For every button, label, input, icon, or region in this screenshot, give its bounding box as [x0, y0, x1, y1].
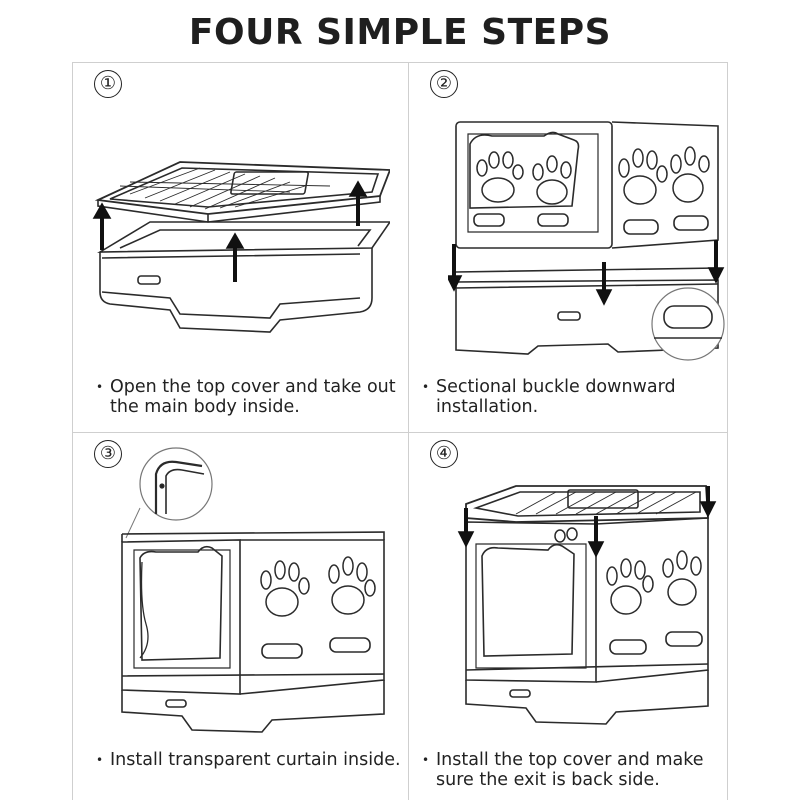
paw-icon — [260, 556, 376, 617]
step-3-illustration — [121, 447, 385, 733]
step-2-caption-line-1: Sectional buckle downward — [436, 377, 676, 397]
step-1-panel: ① • Open the top cover and take out the … — [72, 62, 408, 432]
step-4-caption-line-2: sure the exit is back side. — [436, 770, 660, 790]
grid-divider-right — [727, 62, 728, 800]
step-1-caption: • Open the top cover and take out the ma… — [96, 377, 396, 417]
bullet-icon: • — [422, 753, 430, 767]
step-4-illustration — [457, 485, 717, 725]
bullet-icon: • — [96, 753, 104, 767]
step-3-caption-line-1: Install transparent curtain inside. — [110, 750, 401, 770]
grid-divider-middle — [72, 432, 728, 433]
step-1-number: ① — [94, 70, 122, 98]
bullet-icon: • — [422, 380, 430, 394]
step-3-panel: ③ • Install transparent curtain inside. — [72, 432, 408, 800]
step-2-panel: ② • Sectional buckle dow — [408, 62, 728, 432]
step-1-illustration — [92, 161, 390, 333]
step-2-caption: • Sectional buckle downward installation… — [422, 377, 676, 417]
page-title: FOUR SIMPLE STEPS — [188, 12, 612, 53]
step-4-number: ④ — [430, 440, 458, 468]
grid-divider-center — [408, 62, 409, 800]
paw-icon — [554, 527, 702, 615]
step-4-panel: ④ • Install the top cover and make su — [408, 432, 728, 800]
bullet-icon: • — [96, 380, 104, 394]
step-2-number: ② — [430, 70, 458, 98]
paw-icon — [476, 146, 710, 205]
step-1-caption-line-1: Open the top cover and take out — [110, 377, 396, 397]
step-4-caption-line-1: Install the top cover and make — [436, 750, 704, 770]
step-3-number: ③ — [94, 440, 122, 468]
step-1-caption-line-2: the main body inside. — [110, 397, 300, 417]
step-4-caption: • Install the top cover and make sure th… — [422, 750, 704, 790]
step-3-caption: • Install transparent curtain inside. — [96, 750, 401, 770]
step-2-illustration — [448, 121, 725, 361]
step-2-caption-line-2: installation. — [436, 397, 539, 417]
grid-divider-top — [72, 62, 728, 63]
grid-divider-left — [72, 62, 73, 800]
